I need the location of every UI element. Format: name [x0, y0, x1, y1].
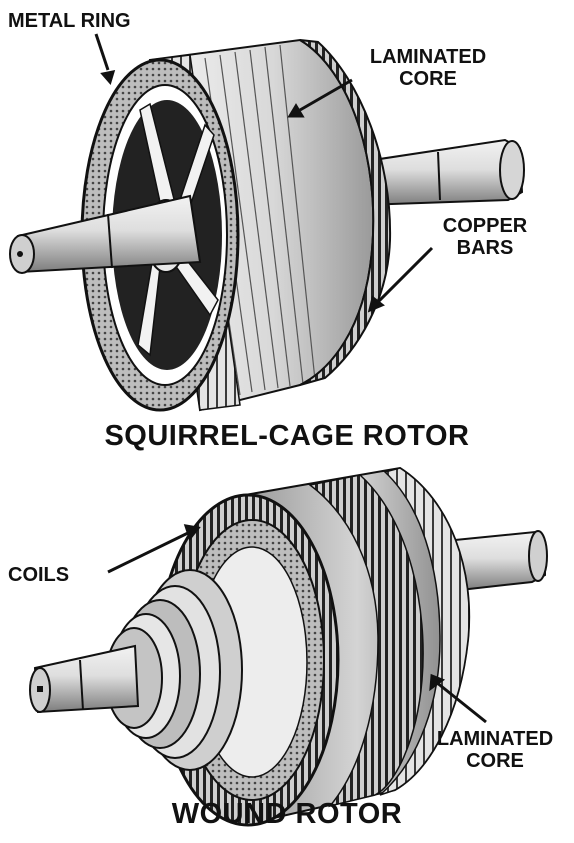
title-squirrel-cage-rotor: SQUIRREL-CAGE ROTOR — [104, 420, 470, 452]
label-laminated-core-bottom-line2: CORE — [466, 750, 524, 772]
left-shaft — [9, 194, 202, 274]
wound-rotor — [29, 466, 548, 827]
label-copper-bars: COPPER BARS — [420, 215, 550, 259]
label-laminated-core-top: LAMINATED CORE — [358, 46, 498, 90]
label-laminated-core-top-line1: LAMINATED — [369, 46, 487, 68]
slip-rings — [105, 569, 243, 771]
label-laminated-core-bottom: LAMINATED CORE — [420, 728, 570, 772]
label-laminated-core-bottom-line1: LAMINATED — [436, 728, 554, 750]
label-laminated-core-top-line2: CORE — [399, 68, 457, 90]
bottom-arrows — [107, 524, 487, 724]
squirrel-cage-rotor — [9, 33, 525, 412]
top-arrows — [94, 33, 434, 313]
label-metal-ring: METAL RING — [8, 10, 131, 32]
label-coils: COILS — [8, 564, 70, 586]
right-shaft — [453, 530, 548, 592]
right-shaft — [358, 138, 525, 207]
title-wound-rotor: WOUND ROTOR — [171, 798, 403, 830]
label-copper-bars-line1: COPPER — [442, 215, 528, 237]
left-shaft — [29, 644, 140, 714]
label-copper-bars-line2: BARS — [456, 237, 514, 259]
